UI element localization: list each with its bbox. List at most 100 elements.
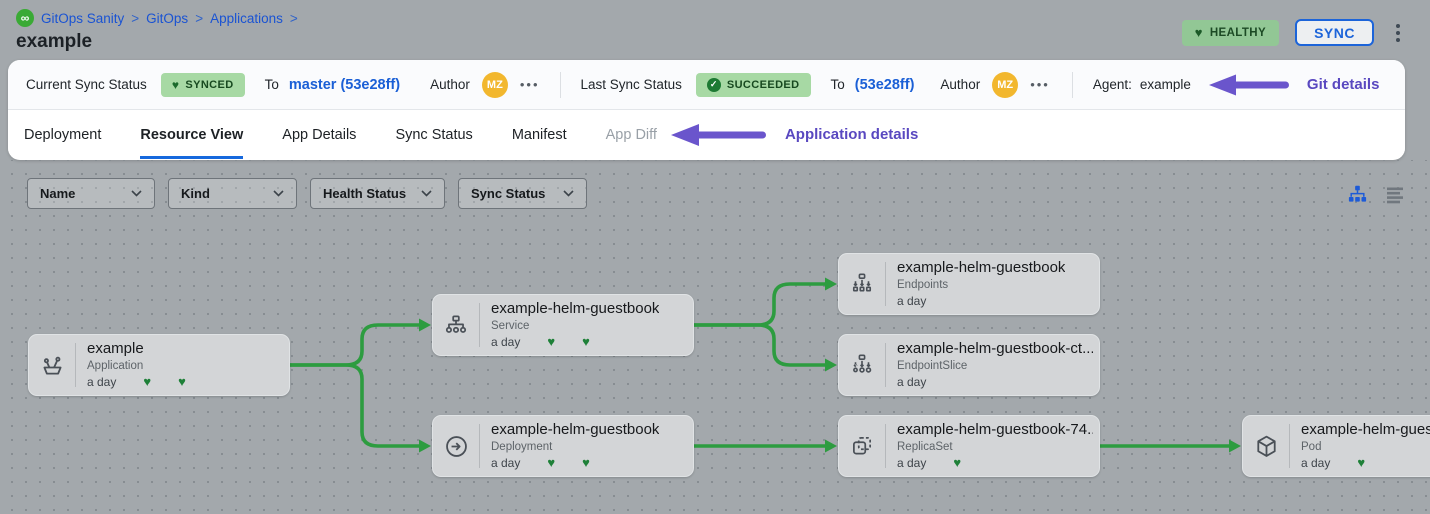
application-details-annotation: Application details bbox=[784, 126, 919, 143]
annotation-arrow-icon bbox=[1208, 74, 1289, 95]
node-title: example-helm-guestbook bbox=[491, 421, 660, 438]
node-service[interactable]: example-helm-guestbook Service a day♥♥ bbox=[432, 294, 694, 356]
node-application-example[interactable]: example Application a day♥♥ bbox=[28, 334, 290, 396]
tab-resource-view[interactable]: Resource View bbox=[140, 113, 244, 159]
node-kind: Deployment bbox=[491, 441, 553, 453]
node-age: a day bbox=[897, 456, 927, 470]
author-label: Author bbox=[940, 77, 981, 92]
git-status-bar: Current Sync Status ♥ SYNCED To master (… bbox=[8, 60, 1405, 110]
tab-deployment[interactable]: Deployment bbox=[24, 126, 102, 143]
divider bbox=[479, 303, 480, 347]
health-badge-label: HEALTHY bbox=[1209, 26, 1267, 39]
divider bbox=[1289, 424, 1290, 468]
agent-value: example bbox=[1139, 77, 1191, 92]
node-title: example-helm-guestbook-74... bbox=[897, 421, 1093, 438]
filter-label: Health Status bbox=[323, 186, 407, 201]
list-view-toggle-icon[interactable] bbox=[1386, 186, 1404, 204]
breadcrumb-gitops-sanity[interactable]: GitOps Sanity bbox=[41, 10, 125, 26]
tab-sync-status[interactable]: Sync Status bbox=[395, 126, 473, 143]
more-options-icon[interactable]: ••• bbox=[1030, 77, 1050, 92]
filter-label: Name bbox=[40, 186, 76, 201]
resource-graph-canvas[interactable]: Name Kind Health Status Sync Status bbox=[0, 160, 1430, 514]
tab-manifest[interactable]: Manifest bbox=[511, 126, 567, 143]
node-title: example-helm-guestbook bbox=[491, 300, 660, 317]
synced-badge-label: SYNCED bbox=[185, 78, 234, 91]
heart-icon: ♥ bbox=[582, 455, 590, 470]
agent-label: Agent: bbox=[1092, 77, 1132, 92]
heart-icon: ♥ bbox=[178, 374, 186, 389]
breadcrumb: ∞ GitOps Sanity > GitOps > Applications … bbox=[16, 8, 305, 28]
app-details-card: Current Sync Status ♥ SYNCED To master (… bbox=[8, 60, 1405, 160]
breadcrumb-separator: > bbox=[131, 10, 140, 26]
node-kind: ReplicaSet bbox=[897, 441, 953, 453]
node-age: a day bbox=[1301, 456, 1331, 470]
check-icon: ✓ bbox=[706, 77, 721, 92]
divider bbox=[75, 343, 76, 387]
node-replicaset[interactable]: example-helm-guestbook-74... ReplicaSet … bbox=[838, 415, 1100, 477]
chevron-down-icon bbox=[563, 190, 574, 197]
replicaset-icon bbox=[839, 433, 885, 459]
service-icon bbox=[433, 312, 479, 338]
node-kind: Pod bbox=[1301, 441, 1322, 453]
git-details-annotation: Git details bbox=[1306, 76, 1380, 93]
chevron-down-icon bbox=[131, 190, 142, 197]
divider bbox=[1071, 71, 1073, 98]
succeeded-badge-label: SUCCEEDED bbox=[726, 78, 800, 91]
node-title: example-helm-guest bbox=[1301, 421, 1430, 438]
last-sync-status-label: Last Sync Status bbox=[580, 77, 682, 92]
breadcrumb-separator: > bbox=[195, 10, 204, 26]
tree-view-toggle-icon[interactable] bbox=[1348, 185, 1367, 204]
heart-icon: ♥ bbox=[547, 334, 556, 349]
node-kind: Endpoints bbox=[897, 279, 949, 291]
chevron-down-icon bbox=[421, 190, 432, 197]
heart-icon: ♥ bbox=[1194, 25, 1203, 40]
filter-label: Sync Status bbox=[471, 186, 546, 201]
current-commit-link[interactable]: master (53e28ff) bbox=[288, 76, 401, 93]
divider bbox=[479, 424, 480, 468]
chevron-down-icon bbox=[273, 190, 284, 197]
node-title: example-helm-guestbook bbox=[897, 259, 1066, 276]
divider bbox=[559, 71, 561, 98]
heart-icon: ♥ bbox=[171, 77, 180, 92]
node-pod[interactable]: example-helm-guest Pod a day♥ bbox=[1242, 415, 1430, 477]
node-title: example bbox=[87, 340, 144, 357]
heart-icon: ♥ bbox=[953, 455, 962, 470]
divider bbox=[885, 343, 886, 387]
author-avatar[interactable]: MZ bbox=[481, 71, 508, 98]
author-avatar[interactable]: MZ bbox=[992, 71, 1019, 98]
heart-icon: ♥ bbox=[143, 374, 152, 389]
tab-app-details[interactable]: App Details bbox=[282, 126, 357, 143]
node-age: a day bbox=[491, 456, 521, 470]
more-options-icon[interactable]: ••• bbox=[519, 77, 540, 92]
node-title: example-helm-guestbook-ct... bbox=[897, 340, 1093, 357]
node-kind: Application bbox=[87, 360, 144, 372]
filter-label: Kind bbox=[181, 186, 210, 201]
heart-icon: ♥ bbox=[582, 334, 590, 349]
application-icon bbox=[29, 352, 75, 379]
sync-status-filter-dropdown[interactable]: Sync Status bbox=[458, 178, 587, 209]
breadcrumb-separator: > bbox=[289, 10, 298, 26]
heart-icon: ♥ bbox=[547, 455, 556, 470]
to-label: To bbox=[264, 77, 279, 92]
deployment-icon bbox=[433, 433, 479, 460]
sync-button[interactable]: SYNC bbox=[1295, 19, 1374, 46]
health-status-filter-dropdown[interactable]: Health Status bbox=[310, 178, 445, 209]
kebab-menu-icon[interactable] bbox=[1390, 20, 1406, 46]
current-sync-status-label: Current Sync Status bbox=[26, 77, 147, 92]
tab-bar: Deployment Resource View App Details Syn… bbox=[8, 110, 1405, 159]
node-deployment[interactable]: example-helm-guestbook Deployment a day ♥… bbox=[432, 415, 694, 477]
node-age: a day bbox=[491, 335, 521, 349]
succeeded-badge: ✓ SUCCEEDED bbox=[695, 72, 811, 97]
gitops-logo-icon: ∞ bbox=[16, 9, 34, 27]
node-endpointslice[interactable]: example-helm-guestbook-ct... EndpointSli… bbox=[838, 334, 1100, 396]
tab-app-diff[interactable]: App Diff bbox=[605, 126, 657, 143]
pod-icon bbox=[1243, 433, 1289, 460]
node-endpoints[interactable]: example-helm-guestbook Endpoints a day bbox=[838, 253, 1100, 315]
kind-filter-dropdown[interactable]: Kind bbox=[168, 178, 297, 209]
breadcrumb-gitops[interactable]: GitOps bbox=[146, 10, 189, 26]
node-kind: EndpointSlice bbox=[897, 360, 968, 372]
breadcrumb-applications[interactable]: Applications bbox=[210, 10, 283, 26]
to-label: To bbox=[830, 77, 845, 92]
last-commit-link[interactable]: (53e28ff) bbox=[854, 76, 915, 93]
name-filter-dropdown[interactable]: Name bbox=[27, 178, 155, 209]
